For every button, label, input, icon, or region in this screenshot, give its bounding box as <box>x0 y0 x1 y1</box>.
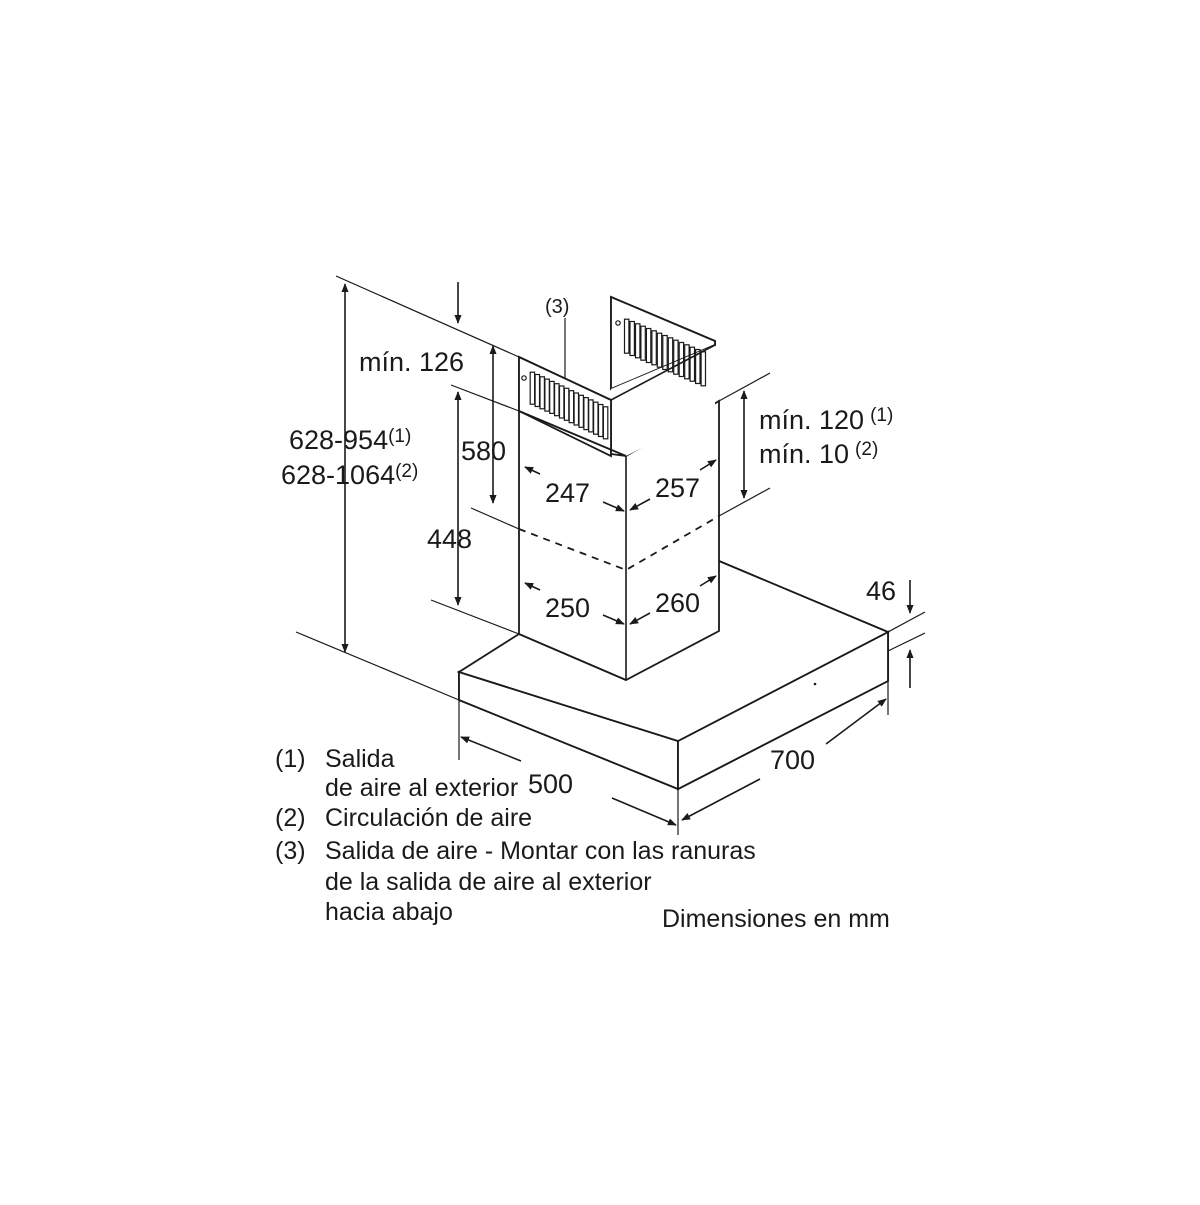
label-46: 46 <box>866 576 896 606</box>
label-min-120: mín. 120(1) <box>759 405 893 435</box>
legend-3-line-2: de la salida de aire al exterior <box>325 868 652 896</box>
arrow-257-right <box>699 459 717 471</box>
arrow-247-right <box>602 501 625 512</box>
arrow-700-left <box>681 778 761 821</box>
label-257: 257 <box>655 473 700 503</box>
arrow-260-right <box>699 575 717 587</box>
ext-bracket-bottom <box>450 384 520 412</box>
legend-3-line-3: hacia abajo <box>325 898 453 926</box>
label-min-10: mín. 10(2) <box>759 439 878 469</box>
legend-2-num: (2) <box>275 804 306 832</box>
units-note: Dimensiones en mm <box>662 905 890 933</box>
vent-slot <box>700 351 707 387</box>
ext-canopy-top-right <box>887 611 926 633</box>
label-range-2: 628-1064(2) <box>281 460 418 490</box>
label-448: 448 <box>427 524 472 554</box>
chimney-section-joint <box>518 515 720 571</box>
legend-3-num: (3) <box>275 837 306 865</box>
label-247: 247 <box>545 478 590 508</box>
ext-joint-right <box>718 487 771 517</box>
vent-slot <box>645 327 652 364</box>
bracket-slots-front <box>529 371 609 440</box>
bracket-front-face <box>518 355 627 457</box>
legend: (1) Salida de aire al exterior (2) Circu… <box>275 745 890 933</box>
legend-2-line-1: Circulación de aire <box>325 804 532 832</box>
label-260: 260 <box>655 588 700 618</box>
air-outlet-bracket: (3) <box>518 295 716 458</box>
arrow-250-right <box>602 614 625 625</box>
bracket-screw-front <box>521 375 527 381</box>
bracket-slots-back <box>623 318 707 387</box>
ext-ceiling <box>335 275 520 358</box>
label-250: 250 <box>545 593 590 623</box>
ext-canopy-mid-right <box>887 632 926 652</box>
vent-slot <box>678 341 685 378</box>
vent-slot <box>629 320 636 357</box>
vent-slot <box>673 339 679 375</box>
vent-slot <box>634 323 641 359</box>
vent-slot <box>651 330 657 366</box>
bracket-top-edge <box>610 344 716 401</box>
arrow-260-left <box>629 612 651 625</box>
vent-slot <box>656 332 663 368</box>
ext-chimney-bottom <box>430 599 520 635</box>
vent-slot <box>602 406 609 440</box>
arrow-257-left <box>629 498 651 511</box>
vent-slot <box>640 325 646 361</box>
hood-canopy <box>456 559 891 791</box>
label-500: 500 <box>528 769 573 799</box>
ext-top-right <box>718 372 771 402</box>
extension-lines <box>295 275 926 835</box>
arrow-500-left <box>460 736 522 762</box>
callout-3-label: (3) <box>545 296 569 318</box>
legend-1-line-1: Salida <box>325 745 395 773</box>
legend-1-line-2: de aire al exterior <box>325 774 518 802</box>
legend-3-line-1: Salida de aire - Montar con las ranuras <box>325 837 756 865</box>
arrow-700-right <box>825 698 887 745</box>
vent-slot <box>667 337 674 373</box>
dimension-arrows <box>341 282 914 826</box>
label-range-1: 628-954(1) <box>289 425 411 455</box>
vent-slot <box>689 346 696 382</box>
vent-slot <box>694 348 701 385</box>
vent-slot <box>684 344 690 380</box>
vent-slot <box>623 318 630 354</box>
ext-joint <box>470 507 520 530</box>
ext-canopy-bottom <box>295 631 460 701</box>
bracket-screw-back <box>615 320 621 326</box>
arrow-247-left <box>524 466 541 475</box>
arrow-250-left <box>524 582 541 591</box>
canopy-dot <box>813 682 817 686</box>
vent-slot <box>662 334 668 371</box>
label-580: 580 <box>461 436 506 466</box>
dimension-labels: mín. 126 628-954(1) 628-1064(2) 580 448 … <box>281 347 896 799</box>
label-min-126: mín. 126 <box>359 347 464 377</box>
legend-1-num: (1) <box>275 745 306 773</box>
arrow-500-right <box>611 797 677 826</box>
label-700: 700 <box>770 745 815 775</box>
